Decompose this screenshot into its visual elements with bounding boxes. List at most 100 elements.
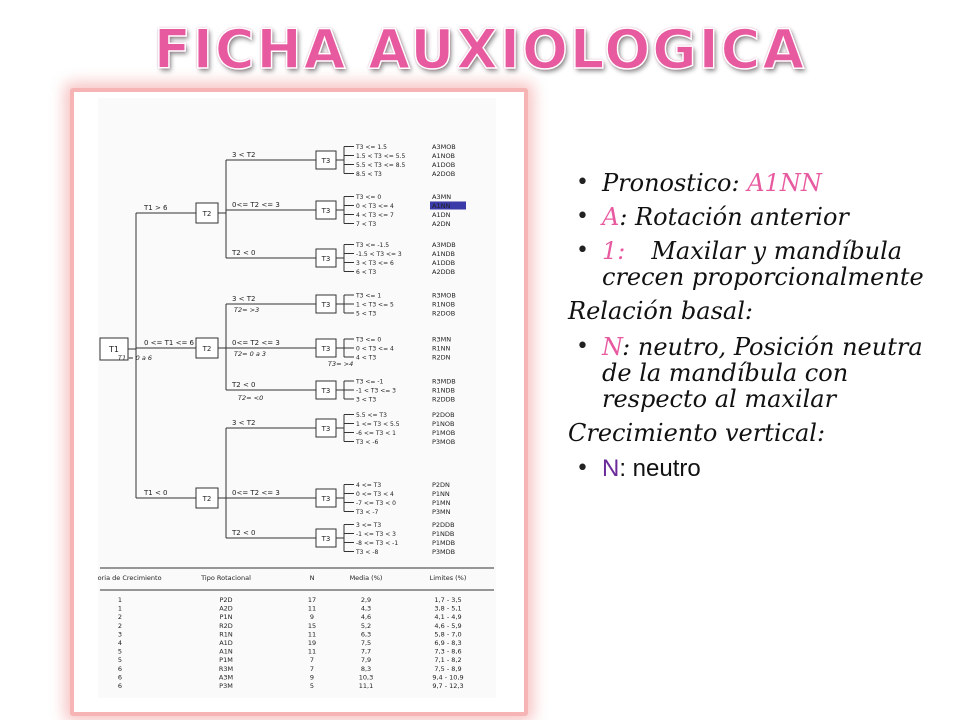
- table-cell: 4,6 - 5,9: [434, 622, 461, 630]
- table-cell: 7: [310, 665, 314, 673]
- table-cell: R1N: [219, 630, 233, 638]
- table-cell: 7,3 - 8,6: [434, 648, 461, 656]
- highlight-box: [430, 201, 466, 210]
- leaf-condition: 1 < T3 <= 5: [356, 302, 394, 309]
- table-cell: 7,1 - 8,2: [434, 656, 461, 664]
- table-cell: 4,1 - 4,9: [434, 613, 461, 621]
- leaf-condition: 0 <= T3 < 4: [356, 491, 394, 498]
- t3-node-label: T3: [321, 255, 331, 263]
- leaf-condition: 3 < T3 <= 6: [356, 260, 394, 267]
- bullet-neutro-vertical: N: neutro: [568, 455, 948, 483]
- leaf-code: P1NDB: [432, 530, 454, 538]
- t2-node-label: T2: [202, 345, 212, 353]
- table-cell: R2D: [219, 622, 233, 630]
- leaf-code: R1NN: [432, 345, 451, 353]
- leaf-code: P2DN: [432, 481, 450, 489]
- leaf-condition: 4 < T3: [356, 355, 376, 362]
- t2-condition: 0<= T2 <= 3: [232, 339, 280, 347]
- table-cell: 5: [310, 682, 314, 690]
- leaf-code: R2DOB: [432, 310, 455, 318]
- bullet-rotacion: A: Rotación anterior: [568, 204, 948, 230]
- table-header: Tipo Rotacional: [200, 574, 251, 582]
- table-cell: 7,9: [361, 656, 371, 664]
- table-cell: 1: [118, 596, 122, 604]
- leaf-condition: -6 <= T3 < 1: [356, 430, 396, 437]
- leaf-condition: T3 < -7: [355, 509, 378, 516]
- leaf-code: P3MDB: [432, 548, 455, 556]
- pronostico-label: Pronostico:: [602, 169, 748, 197]
- t2-condition: 3 < T2: [232, 295, 256, 303]
- table-cell: 3: [118, 630, 122, 638]
- leaf-condition: -1 < T3 <= 3: [356, 388, 396, 395]
- leaf-code: A3MDB: [432, 241, 456, 249]
- leaf-condition: -8 <= T3 < -1: [356, 540, 398, 547]
- n2-text: : neutro: [619, 455, 701, 482]
- leaf-condition: 0 < T3 <= 4: [356, 346, 394, 353]
- leaf-code: R2DDB: [432, 396, 455, 404]
- leaf-condition: 6 < T3: [356, 269, 376, 276]
- leaf-condition: T3 <= -1: [355, 379, 384, 386]
- leaf-code: A2DOB: [432, 170, 455, 178]
- table-cell: 6: [118, 673, 122, 681]
- table-cell: 6: [118, 665, 122, 673]
- leaf-code: R3MDB: [432, 378, 456, 386]
- leaf-code: P1MN: [432, 499, 451, 507]
- table-cell: 1: [118, 605, 122, 613]
- handwritten-note: T2= >3: [234, 306, 259, 314]
- branch-condition: T1 > 6: [143, 204, 168, 212]
- table-cell: 5,2: [361, 622, 371, 630]
- t2-condition: T2 < 0: [231, 381, 256, 389]
- table-cell: 17: [308, 596, 316, 604]
- table-cell: P1N: [220, 613, 233, 621]
- leaf-code: A3MN: [432, 193, 451, 201]
- leaf-code: A1DOB: [432, 161, 455, 169]
- rotacion-text: : Rotación anterior: [619, 203, 849, 231]
- t3-node-label: T3: [321, 207, 331, 215]
- table-cell: 6,9 - 8,3: [434, 639, 461, 647]
- leaf-condition: T3 < -8: [355, 549, 378, 556]
- t2-condition: 3 < T2: [232, 419, 256, 427]
- handwritten-note: T3= >4: [328, 360, 353, 368]
- handwritten-note: T2= <0: [238, 394, 263, 402]
- table-cell: 9,7 - 12,3: [432, 682, 463, 690]
- table-cell: 7: [310, 656, 314, 664]
- table-header: Media (%): [350, 574, 383, 582]
- table-cell: 9: [310, 673, 314, 681]
- leaf-code: P3MOB: [432, 438, 455, 446]
- leaf-condition: 4 < T3 <= 7: [356, 212, 394, 219]
- n-text: : neutro, Posición neutra de la mandíbul…: [602, 333, 923, 413]
- leaf-code: P3MN: [432, 508, 451, 516]
- root-node-label: T1: [108, 345, 119, 354]
- leaf-condition: 5 < T3: [356, 311, 376, 318]
- table-cell: 11: [308, 648, 316, 656]
- table-cell: A2D: [219, 605, 233, 613]
- leaf-code: P2DDB: [432, 521, 455, 529]
- table-cell: A3M: [219, 673, 233, 681]
- leaf-code: P2DOB: [432, 411, 455, 419]
- table-cell: 8,3: [361, 665, 371, 673]
- branch-condition: 0 <= T1 <= 6: [144, 339, 195, 347]
- table-header: Limites (%): [430, 574, 467, 582]
- leaf-code: A2DDB: [432, 268, 455, 276]
- table-cell: 5: [118, 648, 122, 656]
- leaf-condition: 0 < T3 <= 4: [356, 203, 394, 210]
- leaf-code: R1NOB: [432, 301, 455, 309]
- one-text: Maxilar y mandíbula crecen proporcionalm…: [602, 237, 924, 291]
- leaf-condition: 3 <= T3: [356, 522, 381, 529]
- leaf-code: R1NDB: [432, 387, 455, 395]
- relacion-heading: Relación basal:: [568, 297, 753, 325]
- handwritten-note: T2= 0 a 3: [234, 350, 266, 358]
- leaf-code: P1NN: [432, 490, 450, 498]
- table-cell: P2D: [219, 596, 232, 604]
- t2-condition: T2 < 0: [231, 529, 256, 537]
- table-cell: P3M: [219, 682, 233, 690]
- crecimiento-heading: Crecimiento vertical:: [568, 419, 826, 447]
- table-cell: 7,5: [361, 639, 371, 647]
- t2-node-label: T2: [202, 495, 212, 503]
- table-cell: 5,8 - 7,0: [434, 630, 461, 638]
- branch-condition: T1 < 0: [143, 489, 168, 497]
- table-cell: 10,3: [359, 673, 373, 681]
- table-cell: 9: [310, 613, 314, 621]
- t3-node-label: T3: [321, 387, 331, 395]
